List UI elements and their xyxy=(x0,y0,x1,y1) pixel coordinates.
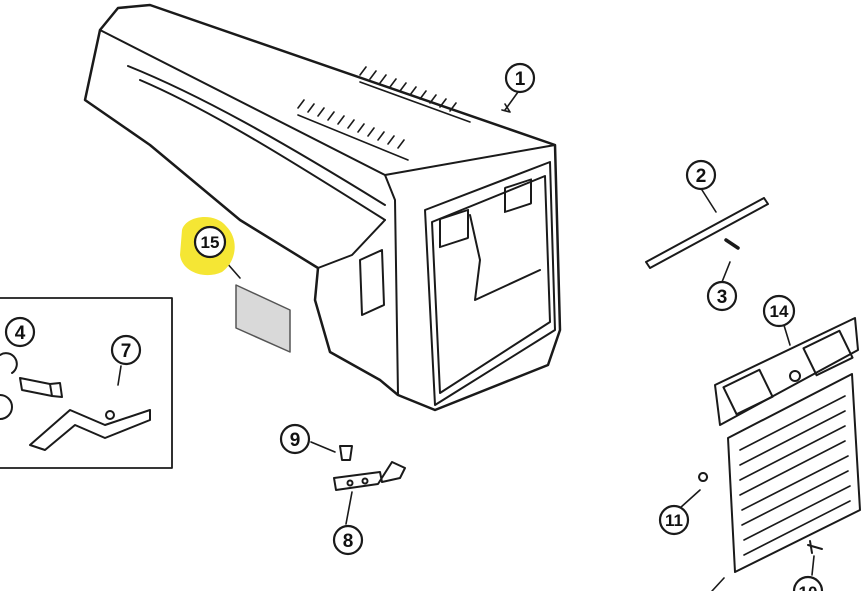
callout-14-label: 14 xyxy=(770,302,789,321)
callout-15-label: 15 xyxy=(201,233,220,252)
callout-11: 11 xyxy=(658,504,690,536)
small-bracket-hole-b xyxy=(361,477,369,485)
bracket-7 xyxy=(29,409,151,451)
hood-top-edge xyxy=(99,29,556,176)
callout-2-label: 2 xyxy=(696,166,707,187)
clip-3 xyxy=(724,238,740,250)
rod-2 xyxy=(645,197,769,269)
callout-7-label: 7 xyxy=(121,341,132,362)
callout-9: 9 xyxy=(279,423,311,455)
decal-15 xyxy=(235,284,291,353)
grille-opening-outer xyxy=(424,161,556,406)
callout-15: 15 xyxy=(193,225,227,259)
callout-11-label: 11 xyxy=(665,511,683,530)
hood-shoulder xyxy=(384,174,399,396)
callout-3-label: 3 xyxy=(717,287,728,308)
inset-box xyxy=(0,297,173,469)
callout-8: 8 xyxy=(332,524,364,556)
grille-panel xyxy=(727,373,861,573)
hood-ridge-2 xyxy=(139,79,386,221)
washer-4 xyxy=(0,352,18,374)
grille-opening-inner xyxy=(431,175,551,394)
headlight-left xyxy=(439,208,469,249)
screw-10 xyxy=(807,540,823,554)
nut-11 xyxy=(698,472,709,482)
callout-7: 7 xyxy=(110,334,142,366)
hood-outline xyxy=(83,3,562,412)
headlight-right xyxy=(504,178,532,213)
small-bracket-hole-a xyxy=(346,479,354,487)
callout-10-label: 10 xyxy=(799,583,818,591)
bracket-7-hole xyxy=(105,410,115,420)
callout-14: 14 xyxy=(762,294,796,328)
callout-1-label: 1 xyxy=(515,69,526,90)
screw-9 xyxy=(339,445,353,461)
callout-10: 10 xyxy=(792,575,824,591)
callouts: 1 2 3 4 7 8 9 10 xyxy=(4,62,824,591)
hood-assembly xyxy=(83,3,562,412)
grille-inner-wall xyxy=(469,214,541,301)
callout-1: 1 xyxy=(504,62,536,94)
hood-ridge xyxy=(127,65,386,206)
leader-lines xyxy=(117,91,815,591)
callout-2: 2 xyxy=(685,159,717,191)
hood-side-lower xyxy=(317,219,386,269)
callout-4: 4 xyxy=(4,316,36,348)
bolt-4 xyxy=(19,377,63,398)
callout-4-label: 4 xyxy=(15,323,26,344)
small-bracket-8 xyxy=(333,461,406,491)
headlight-frame-14 xyxy=(714,317,859,426)
side-vent xyxy=(359,249,385,316)
hood-louvers xyxy=(297,66,471,161)
callout-9-label: 9 xyxy=(290,430,301,451)
callout-8-label: 8 xyxy=(343,531,354,552)
callout-3: 3 xyxy=(706,280,738,312)
